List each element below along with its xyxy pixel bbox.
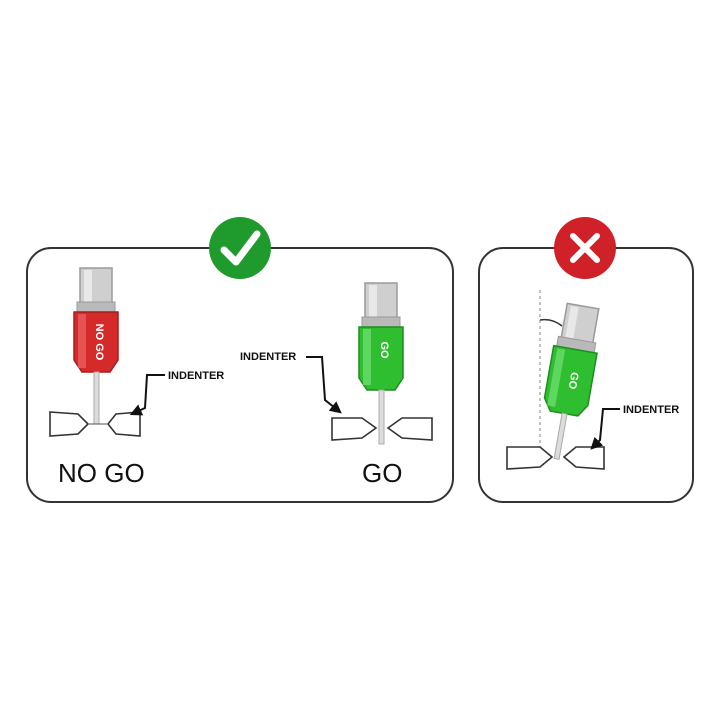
indenter-arrow-left	[129, 374, 165, 416]
cross-badge	[554, 217, 616, 279]
go-crimp-terminal	[331, 417, 433, 441]
go-gauge-text: GO	[378, 341, 390, 359]
cross-icon	[570, 233, 600, 263]
indenter-arrow-go	[306, 356, 342, 414]
indenter-label-right: INDENTER	[623, 404, 679, 416]
indenter-arrow-right	[590, 408, 620, 450]
tilted-crimp-terminal	[506, 446, 605, 470]
tilt-angle-arc	[539, 318, 563, 327]
check-icon	[220, 230, 261, 266]
go-gauge: GO	[358, 282, 404, 445]
nogo-crimp-terminal	[49, 411, 141, 437]
caption-nogo: NO GO	[58, 458, 145, 488]
check-badge	[209, 217, 271, 279]
tilted-gauge-text: GO	[565, 371, 580, 390]
caption-go: GO	[362, 458, 402, 488]
nogo-gauge: NO GO	[73, 267, 119, 425]
tilted-go-gauge: GO	[543, 302, 600, 460]
indenter-label-go: INDENTER	[240, 351, 296, 363]
nogo-gauge-text: NO GO	[93, 324, 105, 361]
indenter-label-left: INDENTER	[168, 370, 224, 382]
